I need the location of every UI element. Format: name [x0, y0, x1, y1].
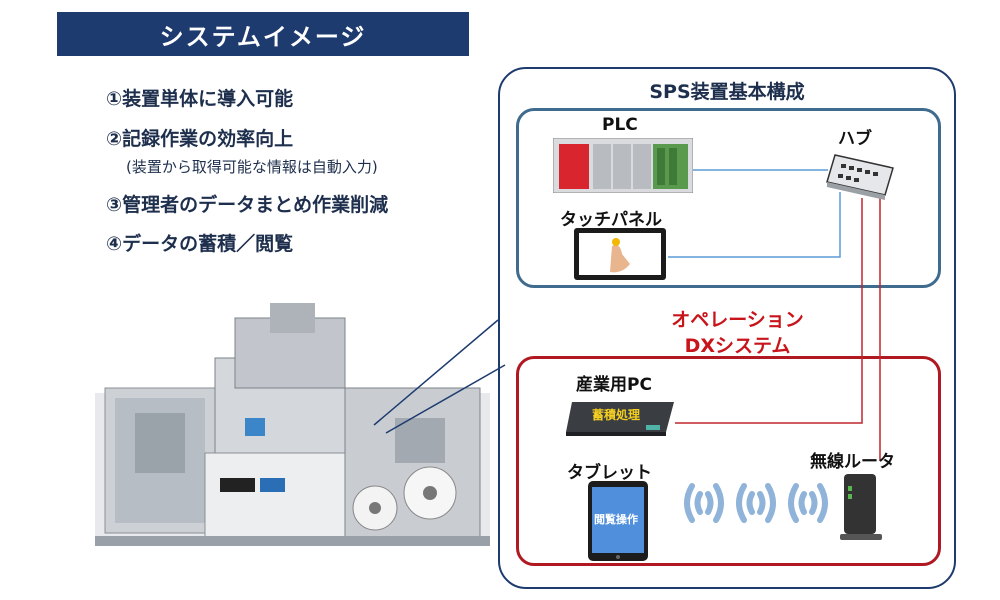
feature-2-note: (装置から取得可能な情報は自動入力) — [126, 158, 378, 176]
feature-2: ②記録作業の効率向上 — [106, 128, 294, 150]
touch-panel-label: タッチパネル — [560, 210, 662, 230]
wifi-signal-icons — [684, 483, 828, 523]
plc-icon — [553, 138, 693, 193]
tablet-label: タブレット — [567, 463, 652, 483]
dx-system-box — [516, 356, 941, 566]
touch-panel-icon — [574, 228, 666, 280]
plc-label: PLC — [602, 115, 638, 135]
hub-label: ハブ — [838, 129, 872, 149]
diagram-title-wrap: SPS装置基本構成 — [498, 0, 956, 110]
industrial-pc-label: 産業用PC — [576, 375, 652, 395]
feature-1: ①装置単体に導入可能 — [106, 88, 294, 110]
tablet-icon: 閲覧操作 — [588, 481, 648, 561]
router-label: 無線ルータ — [810, 452, 895, 472]
ops-title-line2: DXシステム — [684, 335, 791, 357]
feature-4: ④データの蓄積／閲覧 — [106, 233, 294, 255]
tablet-shape — [588, 481, 648, 561]
industrial-pc-shape — [566, 402, 674, 436]
industrial-pc-screen-text: 蓄積処理 — [592, 408, 641, 422]
banner-title: システムイメージ — [57, 12, 469, 56]
industrial-pc-icon: 蓄積処理 — [566, 398, 674, 436]
tablet-screen-text: 閲覧操作 — [594, 513, 638, 526]
sps-core-box — [516, 108, 941, 288]
ops-title-line1: オペレーション — [671, 309, 804, 331]
machine-image — [95, 303, 490, 546]
hub-icon — [826, 154, 894, 200]
wifi-icon-1 — [684, 483, 724, 523]
feature-3: ③管理者のデータまとめ作業削減 — [106, 194, 389, 216]
wifi-icon-2 — [736, 483, 776, 523]
wifi-icon-3 — [788, 483, 828, 523]
sps-outer-frame — [498, 67, 956, 589]
router-icon — [840, 474, 882, 540]
banner-title-text: システムイメージ — [159, 22, 367, 51]
diagram-title: SPS装置基本構成 — [649, 81, 805, 103]
